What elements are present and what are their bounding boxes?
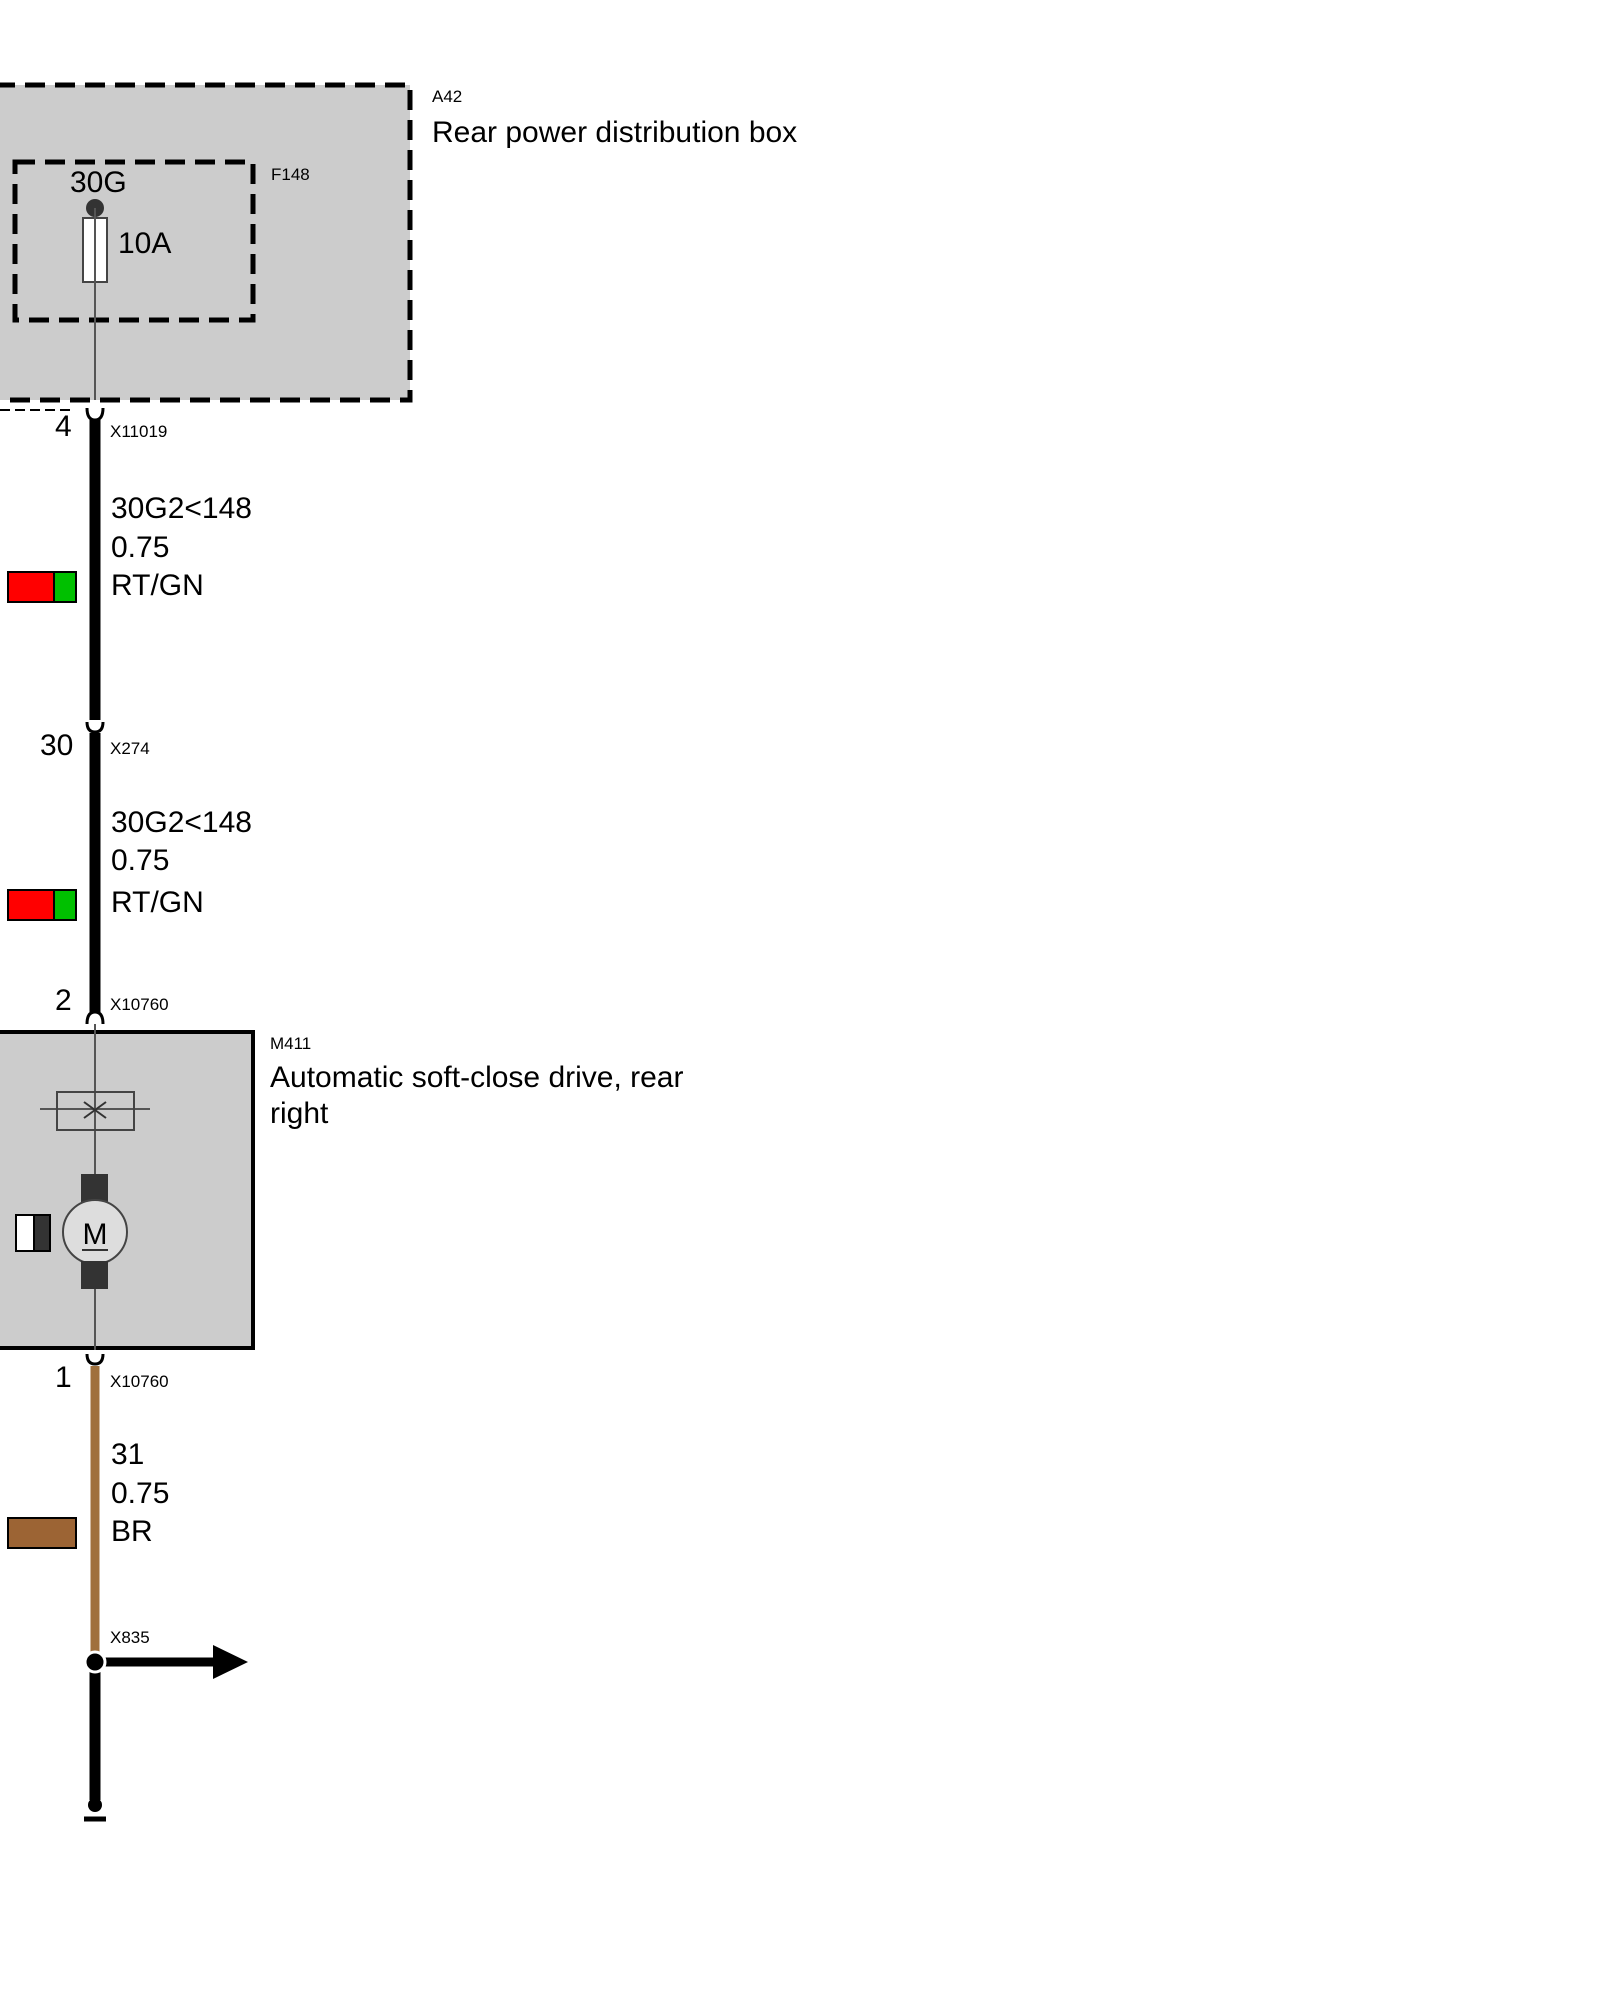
connector-id: X274: [110, 739, 150, 758]
ground-point: X835: [83, 1628, 248, 1822]
connector-x11019: 4 X11019: [55, 407, 167, 443]
connector-plug-icon: [85, 1353, 105, 1366]
motor-box-outline: [0, 1030, 255, 1350]
connector-socket-icon: [85, 407, 105, 422]
connector-x10760-pin2: 2 X10760: [55, 984, 169, 1025]
connector-plug-icon: [85, 721, 105, 734]
motor-brush-top: [81, 1174, 108, 1202]
wire-color-swatch: [7, 571, 77, 603]
wire-cross-section: 0.75: [111, 531, 169, 564]
wire-color-code: RT/GN: [111, 569, 204, 602]
connector-pin: 30: [40, 729, 73, 762]
wire-color-code: RT/GN: [111, 886, 204, 919]
connector-id: X10760: [110, 995, 169, 1014]
fuse-block: F148 30G 10A: [12, 159, 310, 323]
motor-id: M411: [270, 1034, 311, 1053]
distribution-box-outline: [0, 82, 413, 403]
pin-bridge-icon: [40, 1091, 150, 1131]
wire-color-swatch: [7, 1517, 77, 1549]
distribution-box: A42 Rear power distribution box F148 30G…: [0, 82, 797, 411]
shielding-icon: [15, 1214, 51, 1252]
ground-terminal-node: [88, 1798, 102, 1812]
motor-name-line1: Automatic soft-close drive, rear: [270, 1061, 683, 1094]
wire-cross-section: 0.75: [111, 1477, 169, 1510]
fuse-terminal-label: 30G: [70, 166, 127, 199]
connector-x274: 30 X274: [40, 721, 150, 762]
connector-socket-icon: [85, 1010, 105, 1025]
wire-color-swatch: [7, 889, 77, 921]
connector-id: X11019: [110, 422, 167, 441]
motor-symbol: M: [83, 1218, 108, 1251]
connector-id: X10760: [110, 1372, 169, 1391]
wire-signal: 30G2<148: [111, 806, 252, 839]
distribution-box-name: Rear power distribution box: [432, 116, 797, 149]
connector-pin: 4: [55, 410, 72, 443]
wire-segment-2: 30G2<148 0.75 RT/GN: [7, 733, 252, 1012]
fuse-id: F148: [271, 165, 310, 184]
arrow-right-icon: [213, 1645, 248, 1679]
wire-color-code: BR: [111, 1515, 153, 1548]
wire-signal: 30G2<148: [111, 492, 252, 525]
motor-brush-bottom: [81, 1261, 108, 1289]
motor-component: M411 Automatic soft-close drive, rear ri…: [0, 1024, 683, 1350]
connector-pin: 1: [55, 1361, 72, 1394]
wire-segment-3: 31 0.75 BR: [7, 1366, 169, 1655]
fuse-rating: 10A: [118, 227, 171, 260]
connector-pin: 2: [55, 984, 72, 1017]
splice-node: [83, 1650, 107, 1674]
wire-cross-section: 0.75: [111, 844, 169, 877]
distribution-box-id: A42: [432, 87, 462, 106]
connector-x10760-pin1: 1 X10760: [55, 1353, 169, 1394]
wire-segment-1: 30G2<148 0.75 RT/GN: [7, 420, 252, 720]
fuse-block-outline: [12, 159, 256, 323]
motor-name-line2: right: [270, 1097, 329, 1130]
ground-connector-id: X835: [110, 1628, 150, 1647]
wire-signal: 31: [111, 1438, 144, 1471]
